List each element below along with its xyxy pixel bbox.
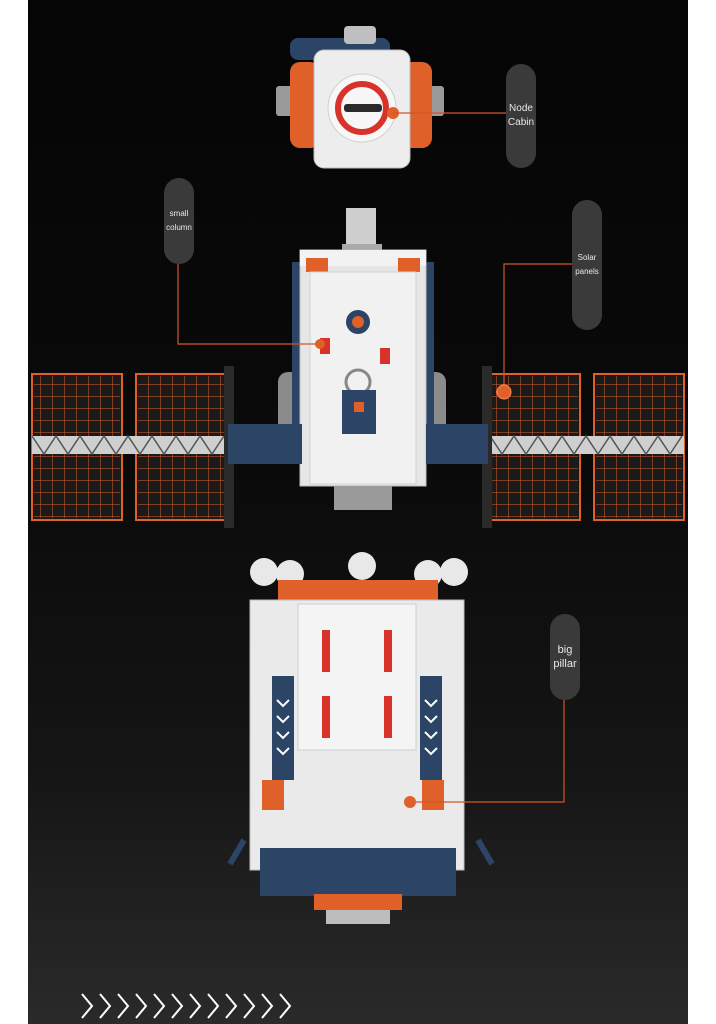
solar-panels-label: Solar panels <box>572 200 602 330</box>
solar-array-left <box>31 366 302 528</box>
small-column-label: small column <box>164 178 194 264</box>
core-module <box>278 208 446 510</box>
space-station-illustration <box>31 26 685 1019</box>
node-cabin-module <box>276 26 444 169</box>
chevron-arrows-right-icon <box>81 993 292 1019</box>
product-image-stage: Node Cabin small column Solar panels big… <box>28 0 688 1024</box>
callout-lines <box>177 112 574 808</box>
big-pillar-label: big pillar <box>550 614 580 700</box>
big-pillar-module <box>227 552 495 924</box>
node-cabin-label: Node Cabin <box>506 64 536 168</box>
solar-array-right <box>426 366 685 528</box>
